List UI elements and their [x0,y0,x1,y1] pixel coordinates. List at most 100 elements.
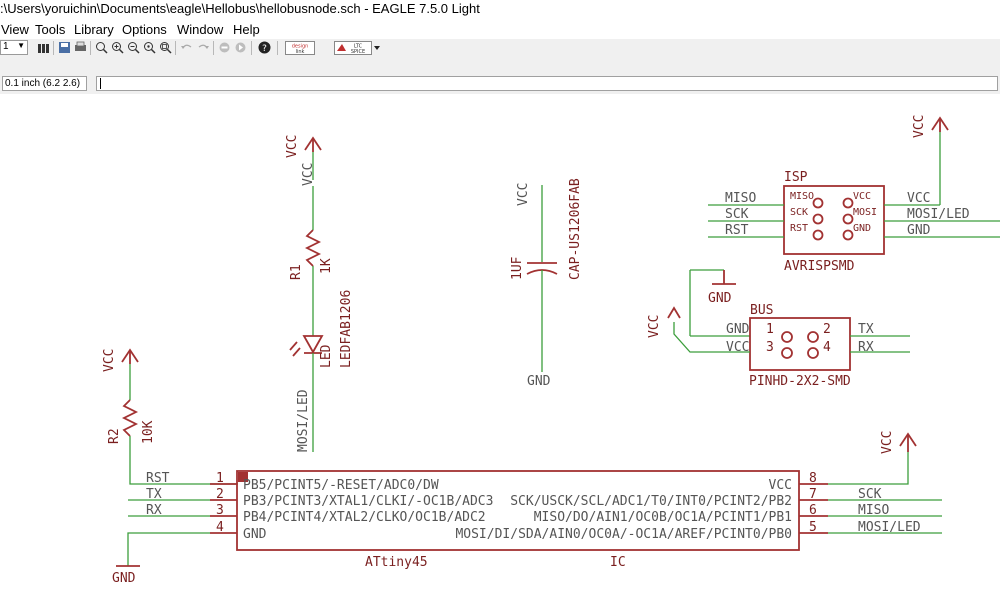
ic-net-tx: TX [146,487,162,502]
r2-value: 10K [141,420,156,444]
r1-name: R1 [289,264,304,280]
ic-pin2-num: 2 [216,487,224,502]
isp-vcc-label: VCC [912,115,927,138]
isp-net-mosi-led: MOSI/LED [907,207,970,222]
bus-pin-2: 2 [823,322,831,337]
zoom-out-icon[interactable] [126,40,141,55]
ltspice-dropdown-icon[interactable] [372,40,382,55]
bus-connector[interactable]: BUS PINHD-2X2-SMD GND VCC 1 2 3 4 [726,303,851,389]
menu-library[interactable]: Library [74,22,114,37]
menu-help[interactable]: Help [233,22,260,37]
vcc-symbol-r2[interactable]: VCC [102,348,139,372]
ic-pin6-label: MISO/DO/AIN1/OC0B/OC1A/PCINT1/PB1 [534,510,792,525]
ic-net-mosi-led: MOSI/LED [858,520,921,535]
bus-pin-gnd: GND [726,322,750,337]
cap-value: 1UF [510,256,525,280]
vcc-symbol-r1[interactable]: VCC [285,135,322,158]
menu-options[interactable]: Options [122,22,167,37]
vcc-symbol-ic[interactable]: VCC [880,431,917,454]
ic-net-rx: RX [146,503,162,518]
zoom-select-icon[interactable] [158,40,173,55]
isp-net-gnd: GND [907,223,931,238]
bus-pin-3: 3 [766,340,774,355]
undo-icon[interactable] [179,40,194,55]
cap-part: CAP-US1206FAB [568,178,583,280]
menu-window[interactable]: Window [177,22,224,37]
toolbar-grip [0,58,1000,75]
isp-net-vcc: VCC [907,191,930,206]
menu-tools[interactable]: Tools [35,22,66,37]
command-bar: 0.1 inch (6.2 2.6) [0,74,1000,94]
ic-pin8-num: 8 [809,471,817,486]
go-icon[interactable] [233,40,248,55]
gnd-symbol-ic[interactable]: GND [112,565,140,586]
ic-pin4-label: GND [243,527,267,542]
help-icon[interactable]: ? [257,40,272,55]
layer-select[interactable]: 1 ▼ [0,40,28,55]
menu-bar: View Tools Library Options Window Help [0,20,1000,39]
save-icon[interactable] [57,40,72,55]
isp-pin-mosi: MOSI [853,207,877,218]
zoom-in-icon[interactable] [110,40,125,55]
svg-text:SPICE: SPICE [351,49,365,55]
window-title: :\Users\yoruichin\Documents\eagle\Hellob… [0,1,480,16]
bus-gnd-label: GND [708,291,732,306]
gnd-symbol-bus[interactable]: GND [708,270,736,306]
resistor-r2[interactable]: R2 10K [107,399,156,444]
isp-pin-gnd: GND [853,223,871,234]
isp-pin-vcc: VCC [853,191,871,202]
stop-icon[interactable] [217,40,232,55]
isp-net-miso: MISO [725,191,756,206]
vcc-label: VCC [285,135,300,158]
ic-net-miso: MISO [858,503,889,518]
cap-vcc-label: VCC [516,183,531,206]
svg-text:design: design [292,43,309,49]
ic-pin7-label: SCK/USCK/SCL/ADC1/T0/INT0/PCINT2/PB2 [510,494,792,509]
schematic-canvas[interactable]: VCC VCC R1 1K LED LEDFAB1206 MOSI/LED VC… [0,94,1000,600]
ic-pin2-label: PB3/PCINT3/XTAL1/CLKI/-OC1B/ADC3 [243,494,493,509]
menu-view[interactable]: View [1,22,29,37]
svg-text:link: link [296,49,305,55]
led-name: LED [319,344,334,368]
zoom-fit-icon[interactable] [94,40,109,55]
bus-name: BUS [750,303,773,318]
ic-net-sck: SCK [858,487,882,502]
ic-attiny45[interactable]: PB5/PCINT5/-RESET/ADC0/DW PB3/PCINT3/XTA… [236,470,800,570]
bus-net-tx: TX [858,322,874,337]
isp-net-rst: RST [725,223,749,238]
r2-vcc-label: VCC [102,349,117,372]
bus-pin-4: 4 [823,340,831,355]
isp-name: ISP [784,170,808,185]
ic-pin3-label: PB4/PCINT4/XTAL2/CLKO/OC1B/ADC2 [243,510,486,525]
bus-vcc-label: VCC [647,315,662,338]
cap-gnd-label: GND [527,374,551,389]
ic-pin4-num: 4 [216,520,224,535]
bus-pin-1: 1 [766,322,774,337]
layer-value: 1 [3,41,9,52]
led[interactable]: LED LEDFAB1206 [289,290,354,368]
ic-vcc-label: VCC [880,431,895,454]
info-icon[interactable] [36,40,51,55]
resistor-r1[interactable]: R1 1K [289,229,334,280]
ic-pin5-num: 5 [809,520,817,535]
ic-pin1-label: PB5/PCINT5/-RESET/ADC0/DW [243,478,439,493]
capacitor[interactable]: 1UF CAP-US1206FAB [510,178,583,280]
ic-pin1-num: 1 [216,471,224,486]
zoom-redraw-icon[interactable] [142,40,157,55]
print-icon[interactable] [73,40,88,55]
redo-icon[interactable] [196,40,211,55]
vcc-symbol-bus[interactable]: VCC [647,306,681,338]
isp-connector[interactable]: ISP AVRISPSMD MISO SCK RST VCC MOSI GND [783,170,885,274]
isp-device: AVRISPSMD [784,259,855,274]
vcc-symbol-isp[interactable]: VCC [912,115,949,138]
coordinate-display: 0.1 inch (6.2 2.6) [2,76,87,91]
ic-pin7-num: 7 [809,487,817,502]
command-input[interactable] [96,76,998,91]
isp-pin-sck: SCK [790,207,808,218]
ic-gnd-label: GND [112,571,136,586]
ic-device: ATtiny45 [365,555,428,570]
ic-name: IC [610,555,626,570]
